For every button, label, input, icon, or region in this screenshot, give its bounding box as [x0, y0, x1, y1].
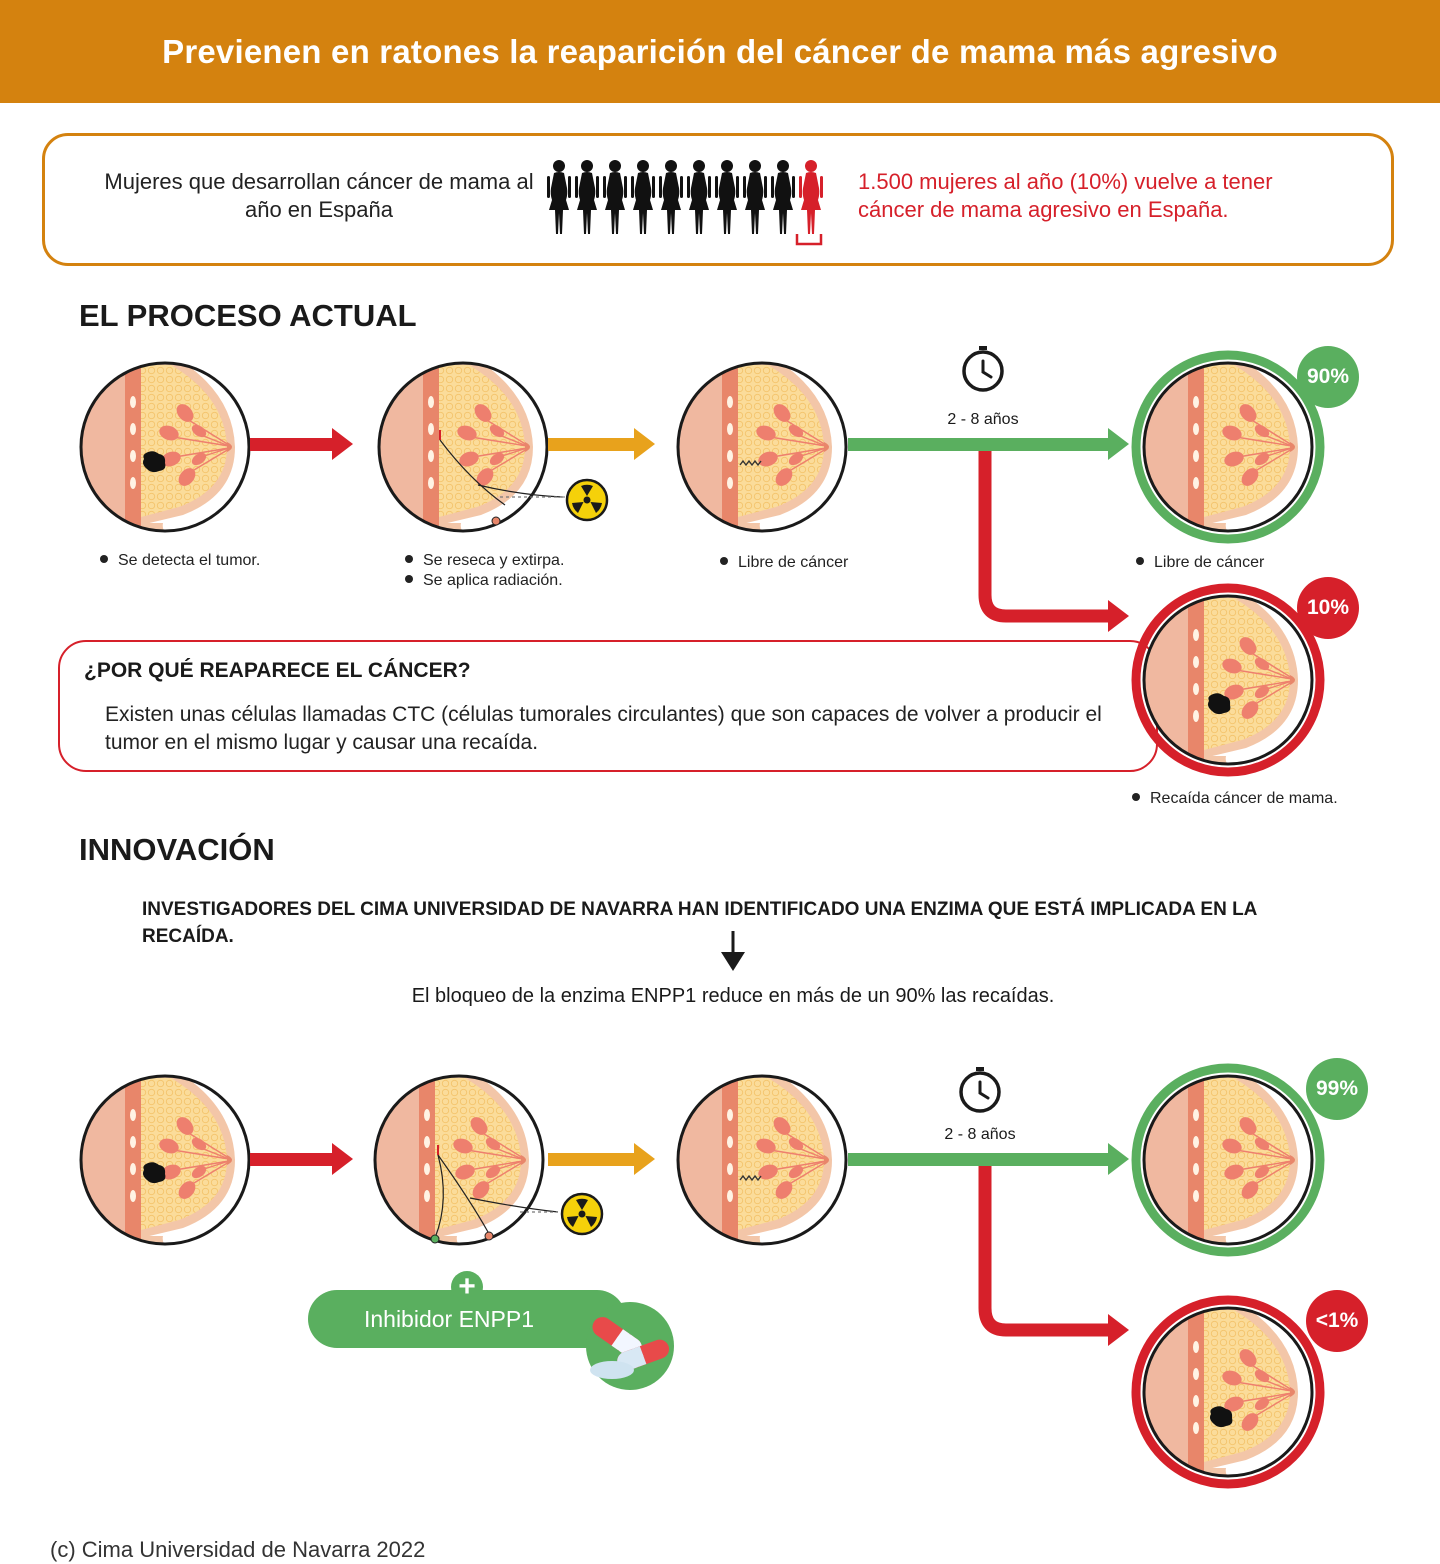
innov-outcome-bad-illustration	[1131, 1295, 1325, 1489]
current-step2-illustration	[373, 357, 565, 537]
arrow-red-branch-1	[978, 451, 1129, 632]
radiation-icon	[565, 478, 609, 522]
header-banner: Previenen en ratones la reaparición del …	[0, 0, 1440, 103]
current-years-label: 2 - 8 años	[947, 411, 1019, 428]
current-step1-illustration	[75, 357, 255, 537]
why-title: ¿POR QUÉ REAPARECE EL CÁNCER?	[84, 659, 471, 682]
women-pictogram	[547, 160, 823, 246]
step1-bullet-1: Se detecta el tumor.	[118, 552, 261, 569]
section-title-innovation: INNOVACIÓN	[79, 832, 275, 867]
outcome-good-label: Libre de cáncer	[1154, 554, 1265, 571]
arrow-amber-2	[548, 1143, 655, 1175]
innov-years-label: 2 - 8 años	[944, 1126, 1016, 1143]
why-box	[58, 640, 1158, 772]
credit-text: (c) Cima Universidad de Navarra 2022	[50, 1537, 426, 1562]
woman-figure	[743, 160, 767, 234]
step1-bullets: Se detecta el tumor.	[100, 551, 260, 571]
current-outcome-bad-illustration	[1131, 583, 1325, 777]
section-title-current: EL PROCESO ACTUAL	[79, 298, 417, 333]
arrow-red-branch-2	[978, 1166, 1129, 1346]
innov-step2-illustration	[369, 1070, 559, 1250]
woman-figure	[547, 160, 571, 234]
woman-figure	[659, 160, 683, 234]
current-outcome-good-illustration	[1131, 350, 1325, 544]
innov-pct-bad: <1%	[1306, 1290, 1368, 1352]
page-title: Previenen en ratones la reaparición del …	[162, 32, 1278, 70]
woman-figure	[715, 160, 739, 234]
inhibitor-label: Inhibidor ENPP1	[363, 1305, 535, 1332]
innov-step3-illustration	[672, 1070, 852, 1250]
arrow-green-2	[848, 1143, 1129, 1175]
outcome-bad-label: Recaída cáncer de mama.	[1150, 790, 1338, 807]
clock-icon-2	[959, 1065, 1001, 1113]
current-step3-illustration	[672, 357, 852, 537]
step2-bullet-2: Se aplica radiación.	[423, 572, 563, 589]
current-pct-bad: 10%	[1297, 577, 1359, 639]
woman-figure-highlighted	[799, 160, 823, 234]
current-pct-good: 90%	[1297, 346, 1359, 408]
innovation-text: INVESTIGADORES DEL CIMA UNIVERSIDAD DE N…	[142, 899, 1257, 947]
woman-figure	[631, 160, 655, 234]
stats-box	[42, 133, 1394, 266]
step3-bullet-1: Libre de cáncer	[738, 554, 849, 571]
outcome-good-bullet: Libre de cáncer	[1136, 553, 1264, 573]
why-body: Existen unas células llamadas CTC (célul…	[105, 703, 1102, 754]
woman-figure	[687, 160, 711, 234]
stats-right-text: 1.500 mujeres al año (10%) vuelve a tene…	[858, 169, 1273, 222]
woman-figure	[603, 160, 627, 234]
step2-bullet-1: Se reseca y extirpa.	[423, 552, 565, 569]
innov-outcome-good-illustration	[1131, 1063, 1325, 1257]
arrow-amber-1	[548, 428, 655, 460]
innov-pct-good: 99%	[1306, 1058, 1368, 1120]
arrow-red-1	[250, 428, 353, 460]
outcome-bad-bullet: Recaída cáncer de mama.	[1132, 789, 1338, 809]
arrow-green-1	[848, 428, 1129, 460]
arrow-red-2	[250, 1143, 353, 1175]
innovation-subtext: El bloqueo de la enzima ENPP1 reduce en …	[411, 985, 1055, 1007]
radiation-icon-2	[560, 1192, 604, 1236]
step2-bullets: Se reseca y extirpa. Se aplica radiación…	[405, 551, 564, 591]
innov-step1-illustration	[75, 1070, 255, 1250]
woman-figure	[771, 160, 795, 234]
clock-icon	[962, 344, 1004, 392]
woman-figure	[575, 160, 599, 234]
pills-icon	[586, 1302, 674, 1390]
step3-bullets: Libre de cáncer	[720, 553, 848, 573]
plus-icon: +	[451, 1271, 483, 1303]
stats-left-text: Mujeres que desarrollan cáncer de mama a…	[104, 169, 534, 222]
